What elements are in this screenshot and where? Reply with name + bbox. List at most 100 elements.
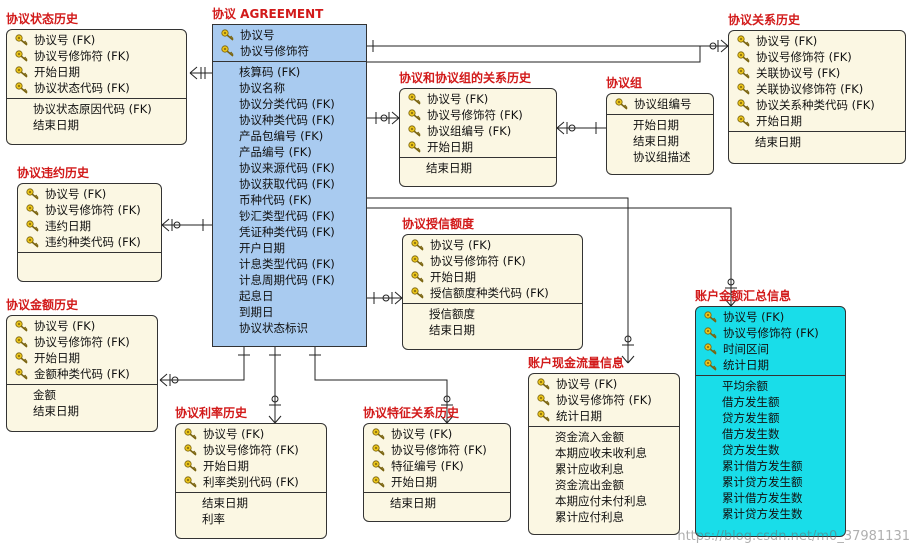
key-icon: [704, 327, 717, 339]
key-icon: [537, 410, 550, 422]
key-attribute-label: 开始日期: [34, 65, 80, 79]
attribute: 平均余额: [722, 379, 768, 393]
key-attribute: 利率类别代码 (FK): [176, 474, 326, 490]
key-attribute-label: 统计日期: [723, 358, 769, 372]
attribute: 结束日期: [390, 496, 436, 510]
entity-title: 账户金额汇总信息: [695, 289, 792, 303]
key-attribute: 协议号修饰符 (FK): [176, 442, 326, 458]
key-attribute: 协议状态代码 (FK): [7, 80, 186, 96]
key-attribute: 开始日期: [7, 64, 186, 80]
key-attribute-label: 协议组编号: [634, 97, 692, 111]
entity-title: 协议违约历史: [17, 166, 90, 180]
key-attribute-label: 协议号 (FK): [34, 319, 96, 333]
key-attribute-label: 协议号 (FK): [756, 34, 818, 48]
key-attribute: 协议号 (FK): [7, 32, 186, 48]
attribute: 贷方发生额: [722, 411, 780, 425]
key-attribute-label: 协议号修饰符 (FK): [34, 49, 130, 63]
key-attribute: 协议号 (FK): [529, 376, 679, 392]
entity-agreement: 协议 AGREEMENT 协议号协议号修饰符核算码 (FK)协议名称协议分类代码…: [212, 7, 367, 347]
key-icon: [372, 460, 385, 472]
key-icon: [15, 34, 28, 46]
link-relation-history-2: [367, 46, 701, 63]
key-attribute: 协议号 (FK): [18, 186, 161, 202]
key-attribute: 开始日期: [7, 350, 157, 366]
key-attribute-label: 金额种类代码 (FK): [34, 367, 130, 381]
key-attribute-label: 协议号修饰符 (FK): [723, 326, 819, 340]
key-attribute: 金额种类代码 (FK): [7, 366, 157, 382]
key-icon: [372, 428, 385, 440]
key-icon: [737, 83, 750, 95]
attribute: 开户日期: [239, 241, 285, 255]
key-attribute: 违约日期: [18, 218, 161, 234]
attribute: 协议种类代码 (FK): [239, 113, 335, 127]
key-attribute: 协议组编号 (FK): [400, 123, 556, 139]
key-attribute: 协议号 (FK): [696, 309, 845, 325]
attribute: 起息日: [239, 289, 274, 303]
key-icon: [704, 343, 717, 355]
key-icon: [537, 378, 550, 390]
key-attribute: 关联协议修饰符 (FK): [729, 81, 905, 97]
key-attribute: 协议关系种类代码 (FK): [729, 97, 905, 113]
key-attribute-label: 协议号修饰符 (FK): [427, 108, 523, 122]
entity-cash-flow: 账户现金流量信息 协议号 (FK)协议号修饰符 (FK)统计日期资金流入金额本期…: [528, 356, 680, 535]
key-attribute-label: 违约种类代码 (FK): [45, 235, 141, 249]
key-attribute: 开始日期: [364, 474, 510, 490]
entity-title: 协议状态历史: [6, 12, 79, 26]
entity-title: 协议组: [606, 76, 643, 90]
key-attribute-label: 开始日期: [203, 459, 249, 473]
attribute: 产品包编号 (FK): [239, 129, 324, 143]
key-attribute-label: 协议号 (FK): [723, 310, 785, 324]
attribute: 本期应收未收利息: [555, 446, 647, 460]
key-attribute: 开始日期: [403, 269, 582, 285]
link-balance-summary: [367, 207, 732, 306]
key-attribute-label: 协议号修饰符 (FK): [391, 443, 487, 457]
key-attribute-label: 协议号修饰符 (FK): [45, 203, 141, 217]
key-attribute: 协议号修饰符 (FK): [696, 325, 845, 341]
key-icon: [737, 99, 750, 111]
key-attribute: 协议号修饰符 (FK): [400, 107, 556, 123]
attribute: 累计借方发生额: [722, 459, 803, 473]
attribute: 核算码 (FK): [239, 65, 301, 79]
key-attribute: 违约种类代码 (FK): [18, 234, 161, 250]
key-icon: [15, 352, 28, 364]
key-attribute: 协议号 (FK): [364, 426, 510, 442]
attribute: 协议分类代码 (FK): [239, 97, 335, 111]
key-attribute-label: 协议号 (FK): [203, 427, 265, 441]
key-attribute: 协议号 (FK): [176, 426, 326, 442]
attribute: 结束日期: [33, 118, 79, 132]
attribute: 计息类型代码 (FK): [239, 257, 335, 271]
key-icon: [372, 444, 385, 456]
key-icon: [408, 93, 421, 105]
key-icon: [184, 444, 197, 456]
key-icon: [184, 476, 197, 488]
attribute: 累计贷方发生额: [722, 475, 803, 489]
attribute: 开始日期: [633, 118, 679, 132]
key-attribute-label: 协议号修饰符 (FK): [556, 393, 652, 407]
attribute: 累计贷方发生数: [722, 507, 803, 521]
key-icon: [26, 220, 39, 232]
key-icon: [737, 115, 750, 127]
key-attribute: 协议号修饰符 (FK): [403, 253, 582, 269]
key-attribute: 开始日期: [400, 139, 556, 155]
key-attribute: 关联协议号 (FK): [729, 65, 905, 81]
key-icon: [15, 336, 28, 348]
key-attribute-label: 授信额度种类代码 (FK): [430, 286, 549, 300]
key-attribute-label: 协议状态代码 (FK): [34, 81, 130, 95]
key-icon: [221, 45, 234, 57]
key-attribute-label: 协议号: [240, 28, 275, 42]
attribute: 协议状态原因代码 (FK): [33, 102, 152, 116]
key-attribute-label: 协议号 (FK): [45, 187, 107, 201]
key-attribute-label: 协议号 (FK): [34, 33, 96, 47]
key-icon: [15, 368, 28, 380]
key-attribute-label: 特征编号 (FK): [391, 459, 464, 473]
key-attribute-label: 协议号修饰符 (FK): [430, 254, 526, 268]
key-attribute: 协议号: [213, 27, 366, 43]
entity-title: 账户现金流量信息: [528, 356, 625, 370]
entity-default-history: 协议违约历史 协议号 (FK) 协议号修饰符 (FK)违约日期违约种类代码 (FK…: [17, 166, 162, 282]
key-icon: [704, 311, 717, 323]
attribute: 结束日期: [633, 134, 679, 148]
key-icon: [408, 109, 421, 121]
entity-status-history: 协议状态历史 协议号 (FK) 协议号修饰符 (FK) 开始日期协议状态代码 (FK…: [6, 12, 187, 145]
attribute: 利率: [202, 512, 225, 526]
